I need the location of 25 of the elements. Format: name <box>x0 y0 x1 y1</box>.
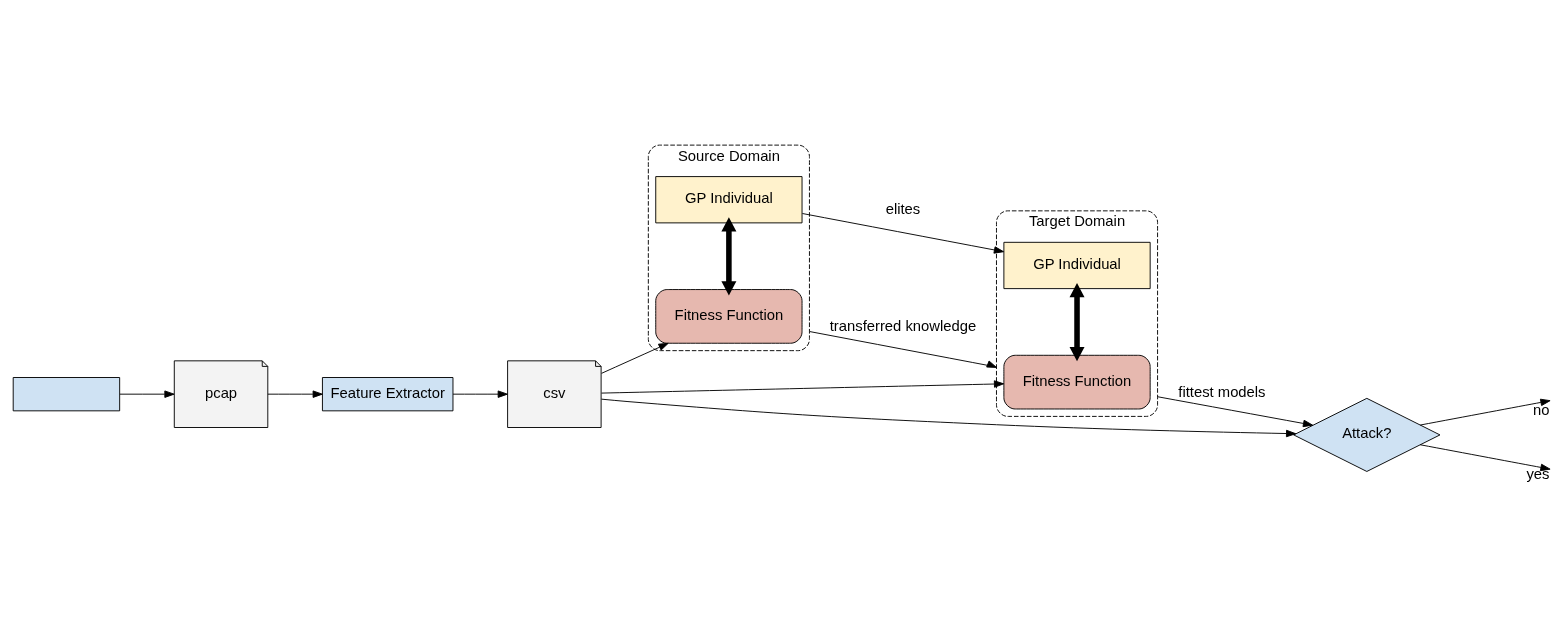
arrow <box>267 389 323 398</box>
node-box: GP Individual <box>655 175 803 223</box>
node-diamond: Attack? <box>1293 397 1441 472</box>
arrow <box>1419 443 1551 471</box>
node-box: Fitness Function <box>655 288 803 344</box>
edge-label: elites <box>885 200 921 217</box>
arrow <box>600 398 1297 437</box>
node-box: GP Individual <box>1003 241 1151 289</box>
arrow <box>1157 395 1314 427</box>
edge-label: yes <box>1526 465 1550 482</box>
arrow <box>601 379 1005 394</box>
arrow <box>808 330 997 368</box>
arrow <box>1069 282 1085 361</box>
edge-label: transferred knowledge <box>829 317 977 334</box>
node-box: Feature Extractor <box>321 376 454 411</box>
node-box: Fitness Function <box>1003 354 1151 409</box>
edge-label: fittest models <box>1178 383 1266 400</box>
arrow <box>601 342 669 374</box>
arrow <box>801 212 1005 254</box>
arrow <box>1419 398 1551 425</box>
edge-label: no <box>1533 401 1550 418</box>
arrow <box>721 216 737 295</box>
arrow <box>452 389 508 398</box>
node-box <box>12 376 121 411</box>
arrow <box>119 389 175 398</box>
